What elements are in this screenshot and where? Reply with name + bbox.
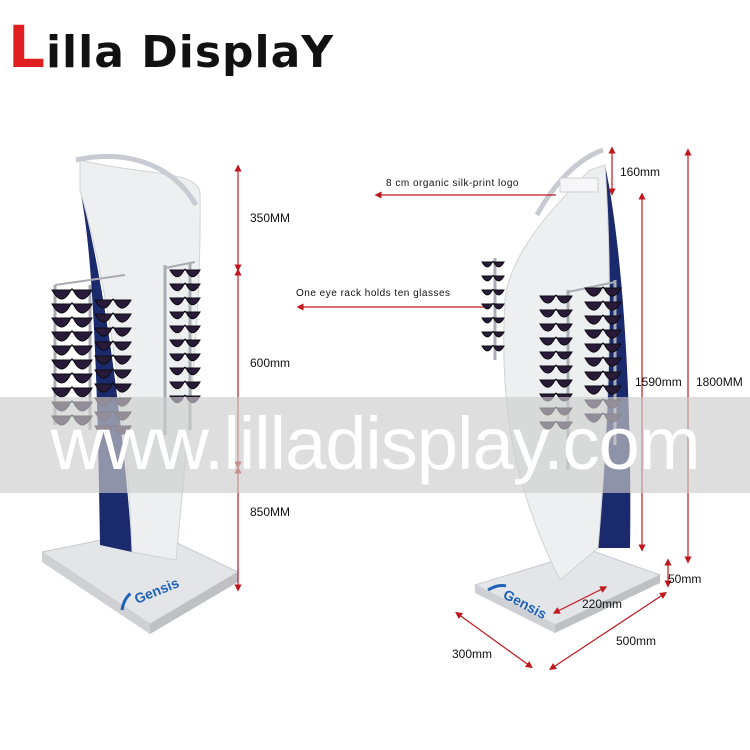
sunglasses	[94, 298, 132, 309]
brand-initial: L	[8, 13, 46, 81]
watermark-band	[0, 397, 750, 493]
sunglasses	[169, 352, 201, 362]
brand-name-rest: illa DisplaY	[45, 27, 335, 78]
right-dim-base-width: 500mm	[616, 634, 657, 648]
sunglasses	[94, 340, 132, 351]
sunglasses	[539, 364, 573, 374]
sunglasses	[481, 302, 505, 310]
sunglasses	[169, 310, 201, 320]
sunglasses	[539, 308, 573, 318]
sunglasses	[51, 330, 93, 342]
sunglasses	[169, 324, 201, 334]
sunglasses	[51, 344, 93, 356]
sunglasses	[94, 312, 132, 323]
sunglasses	[94, 368, 132, 379]
sunglasses	[539, 336, 573, 346]
right-display-stand	[473, 147, 662, 633]
sunglasses	[51, 372, 93, 384]
sunglasses	[169, 296, 201, 306]
right-dim-base-height: 50mm	[668, 572, 702, 586]
brand-logo: Lilla DisplaY	[8, 18, 334, 76]
sunglasses	[481, 274, 505, 282]
sunglasses	[51, 358, 93, 370]
sunglasses	[584, 314, 622, 325]
sunglasses	[584, 370, 622, 381]
left-dim-middle: 600mm	[250, 356, 291, 370]
sunglasses	[51, 288, 93, 300]
sunglasses	[51, 302, 93, 314]
sunglasses	[94, 382, 132, 393]
left-display-stand	[40, 153, 240, 634]
sunglasses	[584, 300, 622, 311]
sunglasses	[539, 378, 573, 388]
logo-note: 8 cm organic silk-print logo	[386, 178, 519, 189]
sunglasses	[539, 322, 573, 332]
sunglasses	[481, 288, 505, 296]
watermark-text: www.lilladisplay.com	[50, 402, 701, 485]
left-dim-bottom: 850MM	[250, 505, 291, 519]
right-dim-logo: 160mm	[620, 165, 661, 179]
sunglasses	[169, 268, 201, 278]
sunglasses	[481, 330, 505, 338]
sunglasses	[94, 326, 132, 337]
right-dim-panel: 1590mm	[635, 375, 682, 389]
right-dim-total: 1800MM	[696, 375, 743, 389]
sunglasses	[584, 356, 622, 367]
sunglasses	[539, 350, 573, 360]
sunglasses	[169, 282, 201, 292]
sunglasses	[169, 338, 201, 348]
right-dim-base-depth: 300mm	[452, 647, 493, 661]
sunglasses	[584, 342, 622, 353]
sunglasses	[481, 260, 505, 268]
sunglasses	[94, 354, 132, 365]
sunglasses	[584, 384, 622, 395]
sunglasses	[584, 328, 622, 339]
sunglasses	[539, 294, 573, 304]
sunglasses	[51, 386, 93, 398]
right-dim-base-depth-inner: 220mm	[582, 597, 623, 611]
rack-note: One eye rack holds ten glasses	[296, 288, 451, 299]
sunglasses	[169, 366, 201, 376]
sunglasses	[481, 344, 505, 352]
sunglasses	[584, 286, 622, 297]
sunglasses	[51, 316, 93, 328]
left-dim-top: 350MM	[250, 211, 291, 225]
sunglasses	[169, 380, 201, 390]
sunglasses	[481, 316, 505, 324]
